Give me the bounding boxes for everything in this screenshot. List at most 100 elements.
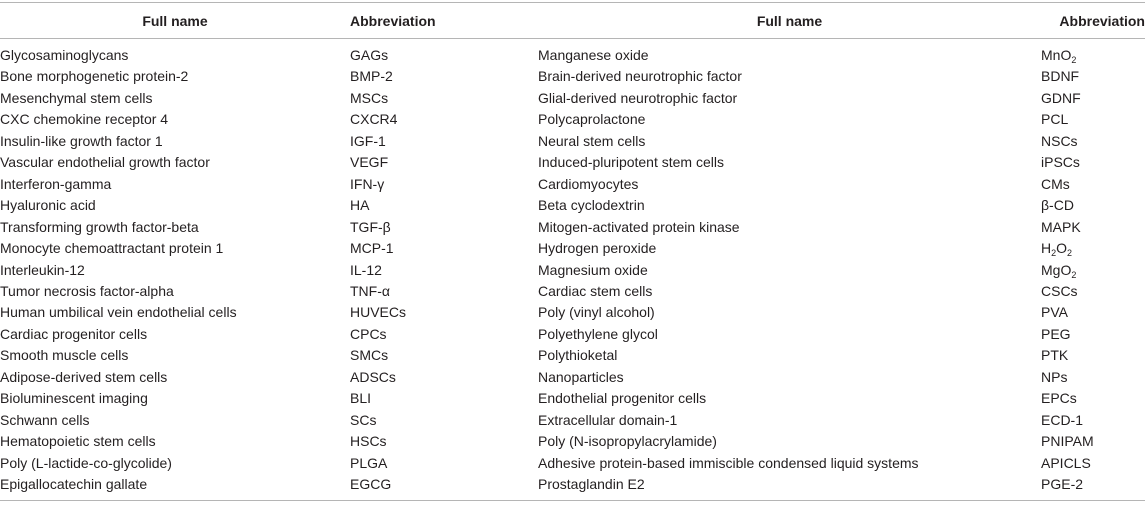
abbreviation-text: PNIPAM	[1041, 433, 1094, 450]
abbreviation-cell: MCP-1	[350, 240, 394, 257]
abbreviation-cell: BMP-2	[350, 68, 393, 85]
abbreviation-cell: SCs	[350, 411, 377, 428]
full-name-cell: Poly (L-lactide-co-glycolide)	[0, 454, 172, 471]
full-name-cell: Adipose-derived stem cells	[0, 368, 168, 385]
table-row: Cardiac progenitor cells CPCs Polyethylene…	[0, 324, 1145, 345]
abbreviation-cell: H2O2	[1041, 238, 1145, 259]
abbreviation-cell: EGCG	[350, 474, 538, 501]
full-name-cell: Beta cyclodextrin	[538, 197, 645, 214]
full-name-cell: Monocyte chemoattractant protein 1	[0, 240, 224, 257]
full-name-cell: Polyethylene glycol	[538, 325, 658, 342]
abbreviation-text: MnO	[1041, 47, 1072, 63]
full-name-cell: Bone morphogenetic protein-2	[0, 68, 189, 85]
table-row: Interferon-gamma IFN-γ Cardiomyocytes CMs	[0, 174, 1145, 195]
table-header: Full name Abbreviation Full name Abbrevi…	[0, 2, 1145, 39]
abbreviation-cell: HSCs	[350, 433, 387, 450]
full-name-cell: Transforming growth factor-beta	[0, 218, 199, 235]
full-name-cell: Extracellular domain-1	[538, 411, 678, 428]
abbreviation-cell: IL-12	[350, 261, 382, 278]
full-name-cell: Cardiac progenitor cells	[0, 325, 148, 342]
abbreviation-text: PCL	[1041, 111, 1069, 128]
full-name-cell: Neural stem cells	[538, 132, 646, 149]
abbreviation-cell: TGF-β	[350, 218, 391, 235]
table-row: Schwann cells SCs Extracellular domain-1 EC…	[0, 410, 1145, 431]
header-abbreviation-1: Abbreviation	[350, 2, 538, 39]
table-row: Glycosaminoglycans GAGs Manganese oxide MnO…	[0, 39, 1145, 67]
full-name-cell: Interferon-gamma	[0, 175, 112, 192]
full-name-cell: CXC chemokine receptor 4	[0, 111, 169, 128]
abbreviation-cell: PTK	[1041, 345, 1145, 366]
table-body: Glycosaminoglycans GAGs Manganese oxide MnO…	[0, 39, 1145, 501]
abbreviation-cell: PLGA	[350, 454, 388, 471]
abbreviation-text: NPs	[1041, 368, 1068, 385]
full-name-cell: Mitogen-activated protein kinase	[538, 218, 740, 235]
abbreviation-cell: iPSCs	[1041, 152, 1145, 173]
abbreviation-cell: CPCs	[350, 325, 387, 342]
abbreviation-cell: IFN-γ	[350, 175, 385, 192]
full-name-cell: Hematopoietic stem cells	[0, 433, 156, 450]
abbreviation-cell: ADSCs	[350, 368, 396, 385]
full-name-cell: Interleukin-12	[0, 261, 85, 278]
abbreviation-cell: HA	[350, 197, 370, 214]
abbreviation-text: ECD-1	[1041, 411, 1084, 428]
abbreviation-cell: HUVECs	[350, 304, 407, 321]
full-name-cell: Cardiomyocytes	[538, 175, 639, 192]
abbreviation-cell: GDNF	[1041, 88, 1145, 109]
abbreviation-text: BDNF	[1041, 68, 1080, 85]
header-abbreviation-2: Abbreviation	[1041, 2, 1145, 39]
abbreviation-cell: CXCR4	[350, 111, 398, 128]
abbreviation-text: MgO	[1041, 261, 1072, 278]
table-row: Monocyte chemoattractant protein 1 MCP-1 H…	[0, 238, 1145, 259]
table-row: Poly (L-lactide-co-glycolide) PLGA Adhesiv…	[0, 453, 1145, 474]
full-name-cell: Vascular endothelial growth factor	[0, 154, 210, 171]
abbreviation-subscript: 2	[1051, 248, 1057, 259]
abbreviation-cell: PNIPAM	[1041, 431, 1145, 452]
full-name-cell: Adhesive protein-based immiscible conden…	[538, 454, 919, 471]
abbreviation-text: APICLS	[1041, 454, 1091, 471]
abbreviation-cell: PVA	[1041, 302, 1145, 323]
full-name-cell: Tumor necrosis factor-alpha	[0, 282, 174, 299]
full-name-cell: Polythioketal	[538, 347, 618, 364]
header-full-name-2: Full name	[538, 2, 1041, 39]
abbreviation-cell: PGE-2	[1041, 474, 1145, 501]
full-name-cell: Endothelial progenitor cells	[538, 390, 707, 407]
abbreviation-text: H	[1041, 240, 1052, 257]
full-name-cell: Manganese oxide	[538, 47, 649, 63]
full-name-cell: Hydrogen peroxide	[538, 240, 657, 257]
abbreviation-cell: CMs	[1041, 174, 1145, 195]
full-name-cell: Induced-pluripotent stem cells	[538, 154, 724, 171]
abbreviation-cell: MAPK	[1041, 217, 1145, 238]
table-row: Insulin-like growth factor 1 IGF-1 Neural …	[0, 131, 1145, 152]
full-name-cell: Glycosaminoglycans	[0, 47, 129, 63]
header-full-name-1: Full name	[0, 2, 350, 39]
abbreviation-text: iPSCs	[1041, 154, 1080, 171]
full-name-cell: Epigallocatechin gallate	[0, 474, 350, 501]
full-name-cell: Cardiac stem cells	[538, 282, 653, 299]
abbreviation-cell: MSCs	[350, 89, 389, 106]
abbreviation-cell: NSCs	[1041, 131, 1145, 152]
abbreviation-cell: BLI	[350, 390, 372, 407]
abbreviation-text: CMs	[1041, 175, 1070, 192]
abbreviation-cell: EPCs	[1041, 388, 1145, 409]
abbreviation-cell: IGF-1	[350, 132, 386, 149]
full-name-cell: Insulin-like growth factor 1	[0, 132, 163, 149]
abbreviation-cell: MgO2	[1041, 260, 1145, 281]
full-name-cell: Smooth muscle cells	[0, 347, 129, 364]
abbreviation-cell: PEG	[1041, 324, 1145, 345]
full-name-cell: Schwann cells	[0, 411, 90, 428]
abbreviation-text: CSCs	[1041, 282, 1078, 299]
abbreviation-cell: GAGs	[350, 47, 389, 63]
abbreviation-text: PTK	[1041, 347, 1069, 364]
full-name-cell: Mesenchymal stem cells	[0, 89, 153, 106]
